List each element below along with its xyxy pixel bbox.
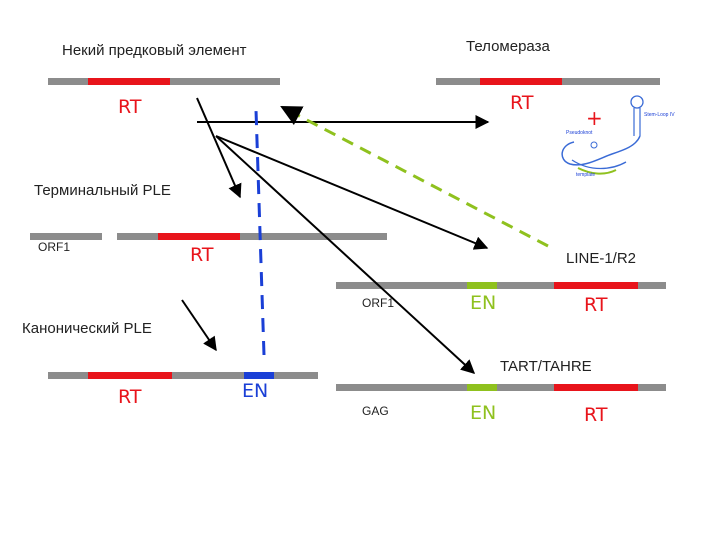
line1-rt-domain (554, 282, 638, 289)
line1-en-domain (467, 282, 497, 289)
arrow-to-tart (215, 135, 476, 374)
label-canonical-ple: Канонический PLE (22, 320, 152, 337)
arrow-ancestor-to-terminal-ple (196, 97, 242, 199)
terminal-ple-bar-left (30, 233, 102, 240)
canonical-ple-bar (48, 372, 318, 379)
tart-en-domain (467, 384, 497, 391)
label-ancestor-element: Некий предковый элемент (62, 42, 247, 59)
label-line1-r2: LINE-1/R2 (566, 250, 637, 267)
label-rt-canonical: RT (118, 386, 142, 408)
label-en-canonical: EN (242, 380, 269, 402)
label-gag: GAG (362, 404, 389, 418)
telomerase-rt-domain (480, 78, 562, 85)
label-rt-ancestor: RT (118, 96, 142, 118)
label-orf1-line: ORF1 (362, 296, 395, 310)
ancestor-element-bar (48, 78, 280, 85)
tart-rt-domain (554, 384, 638, 391)
ancestor-rt-domain (88, 78, 170, 85)
label-rt-terminal: RT (190, 244, 214, 266)
label-en-tart: EN (470, 402, 497, 424)
label-pseudoknot: Pseudoknot (566, 130, 593, 136)
terminal-ple-rt-domain (158, 233, 240, 240)
telomerase-bar (436, 78, 660, 85)
terminal-ple-bar-right (117, 233, 387, 240)
line1-r2-bar (336, 282, 666, 289)
telomerase-rna-diagram (561, 95, 644, 175)
tart-tahre-bar (336, 384, 666, 391)
label-rt-line1: RT (584, 294, 608, 316)
plus-sign: + (586, 106, 603, 130)
label-en-line1: EN (470, 292, 497, 314)
canonical-rt-domain (88, 372, 172, 379)
label-telomerase: Теломераза (466, 38, 550, 55)
label-orf1-terminal: ORF1 (38, 240, 71, 254)
label-rt-telomerase: RT (510, 92, 534, 114)
label-tart-tahre: TART/TAHRE (500, 358, 592, 375)
arrow-to-line1 (215, 135, 489, 250)
label-template: template (576, 172, 596, 178)
dashed-blue-line (254, 109, 266, 356)
arrow-to-canonical-ple (181, 299, 217, 352)
canonical-en-domain (244, 372, 274, 379)
label-stem-loop: Stem-Loop IV (644, 112, 675, 118)
label-terminal-ple: Терминальный PLE (34, 182, 171, 199)
label-rt-tart: RT (584, 404, 608, 426)
dashed-green-arrow (280, 105, 549, 248)
